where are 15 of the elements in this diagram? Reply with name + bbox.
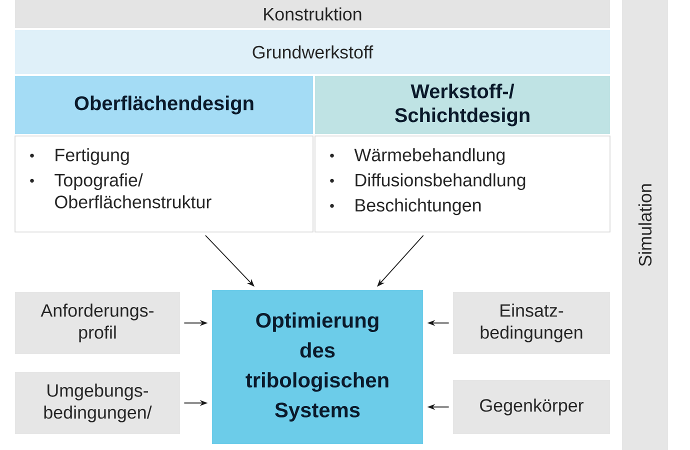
input-box: Gegenkörper bbox=[453, 380, 610, 434]
top-band: Konstruktion bbox=[15, 0, 610, 28]
header-box: Werkstoff-/ Schichtdesign bbox=[315, 76, 610, 134]
list-item: Diffusionsbehandlung bbox=[356, 173, 526, 190]
input-box: Anforderungs- profil bbox=[15, 292, 180, 354]
input-box: Einsatz- bedingungen bbox=[453, 292, 610, 354]
material-band: Grundwerkstoff bbox=[15, 30, 610, 74]
side-band: Simulation bbox=[622, 0, 668, 450]
list-item: Beschichtungen bbox=[356, 198, 481, 216]
list-item: Wärmebehandlung bbox=[354, 148, 505, 165]
header-box: Oberflächendesign bbox=[15, 76, 313, 134]
central-box: Optimierung des tribologischen Systems bbox=[212, 290, 423, 444]
list-item: Fertigung bbox=[56, 148, 129, 165]
input-box: Umgebungs- bedingungen/ bbox=[15, 372, 180, 434]
list-item: Topografie/ Oberflächenstruktur bbox=[54, 173, 212, 208]
